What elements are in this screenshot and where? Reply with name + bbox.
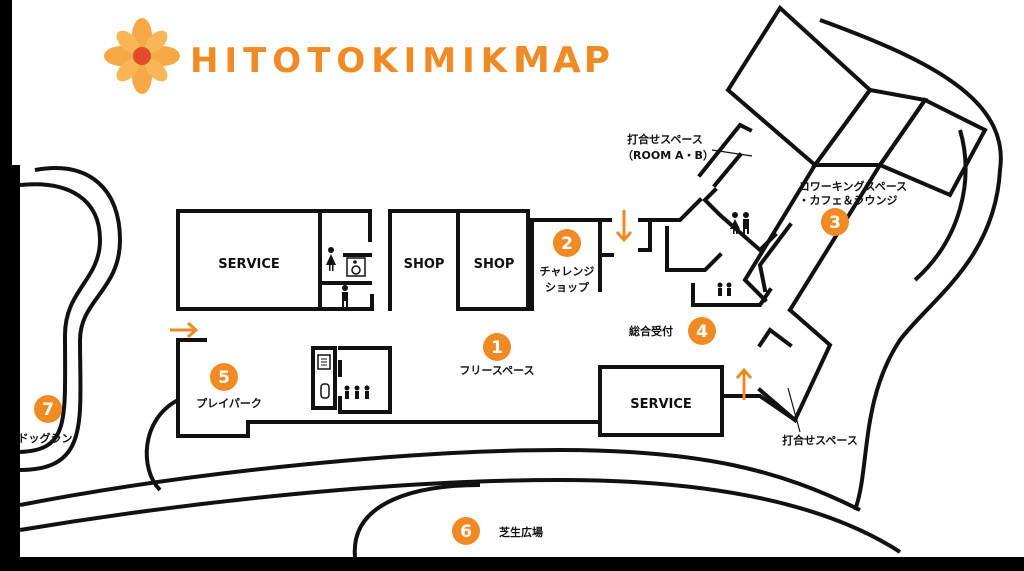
- reception-label: 総合受付: [629, 324, 673, 338]
- area-badge-2[interactable]: 2: [553, 229, 581, 257]
- coworking-label-1: コワーキングスペース: [799, 179, 907, 193]
- walkway-lower: [19, 477, 902, 554]
- meeting-space-label: 打合せスペース: [782, 433, 858, 447]
- svg-text:3: 3: [829, 213, 841, 233]
- svg-text:7: 7: [42, 400, 54, 420]
- lawn-loop: [352, 483, 481, 558]
- free-space-label: フリースペース: [459, 364, 534, 377]
- service-right-label: SERVICE: [630, 397, 692, 412]
- svg-text:4: 4: [696, 322, 708, 342]
- logo-flower-icon: [104, 18, 180, 94]
- restroom-female-icon: [326, 247, 336, 271]
- corner-dark: [976, 557, 1024, 571]
- challenge-shop-label-2: ショップ: [545, 280, 590, 294]
- area-badge-4[interactable]: 4: [688, 317, 716, 345]
- east-curve-inner: [913, 129, 968, 282]
- map-title-suffix: MAP: [514, 40, 613, 81]
- area-badge-7[interactable]: 7: [34, 395, 62, 423]
- restroom-male-icon: [342, 285, 348, 307]
- restroom-accessible-icon: [346, 257, 366, 277]
- svg-text:2: 2: [561, 234, 573, 254]
- meeting-space-leader: [787, 387, 801, 433]
- play-park-label: プレイパーク: [196, 396, 262, 410]
- nursing-room-icon: [320, 383, 330, 399]
- meeting-room-ab-label-2: （ROOM A・B）: [622, 149, 714, 162]
- brand-title: HITOTOKIMIKI: [190, 41, 532, 81]
- meeting-room-ab-leader: [711, 149, 753, 157]
- shop-1-label: SHOP: [404, 257, 445, 272]
- east-curve: [819, 18, 1003, 511]
- area-badge-1[interactable]: 1: [483, 333, 511, 361]
- svg-text:1: 1: [491, 338, 503, 358]
- coworking-label-2: ・カフェ＆ラウンジ: [799, 194, 898, 207]
- family-restroom-icon-upper: [717, 282, 732, 296]
- elevator-icon: [317, 354, 331, 370]
- dog-run-boundary: [19, 166, 123, 472]
- area-badge-5[interactable]: 5: [210, 363, 238, 391]
- service-left-label: SERVICE: [218, 257, 280, 272]
- entrance-arrow-icon: [170, 210, 753, 400]
- svg-text:6: 6: [460, 522, 472, 542]
- svg-text:5: 5: [218, 368, 230, 388]
- building-walls: [176, 4, 988, 438]
- area-badge-3[interactable]: 3: [821, 208, 849, 236]
- paper-top: [12, 0, 1024, 165]
- family-restroom-icon: [344, 385, 370, 399]
- dog-run-boundary-inner: [19, 182, 103, 454]
- restroom-pair-icon: [730, 212, 749, 234]
- walkway-upper: [19, 447, 861, 512]
- shop-2-label: SHOP: [474, 257, 515, 272]
- dog-run-label: ドッグラン: [18, 431, 73, 445]
- play-park-edge: [144, 398, 179, 492]
- lawn-label: 芝生広場: [499, 525, 543, 539]
- challenge-shop-label-1: チャレンジ: [540, 265, 595, 278]
- meeting-room-ab-label-1: 打合せスペース: [627, 132, 703, 146]
- area-badge-6[interactable]: 6: [452, 517, 480, 545]
- paper-main: [20, 165, 1024, 557]
